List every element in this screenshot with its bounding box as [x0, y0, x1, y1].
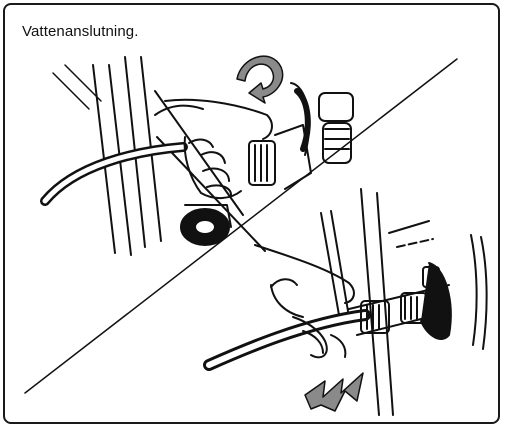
figure-frame: Vattenanslutning.	[3, 3, 500, 424]
top-hose	[45, 147, 183, 201]
top-cap	[181, 205, 231, 245]
bottom-wall-fitting	[401, 263, 451, 339]
illustration-water-connection	[5, 5, 500, 424]
top-frame-rails	[53, 57, 265, 255]
bottom-hose	[209, 301, 389, 365]
figure-caption: Vattenanslutning.	[22, 23, 139, 40]
push-arrow-icon	[305, 373, 363, 411]
rotation-arrow-icon	[237, 56, 283, 103]
